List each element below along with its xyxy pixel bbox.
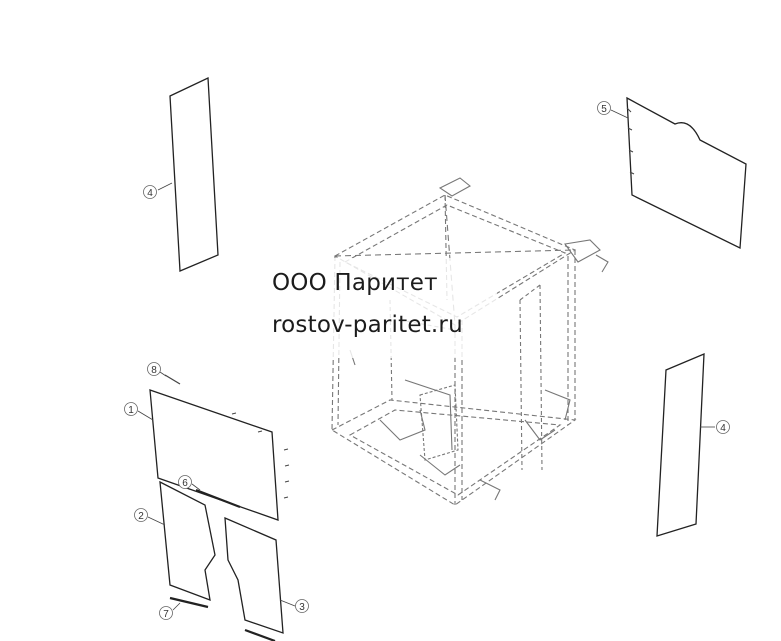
seal-strip-8 <box>164 374 181 385</box>
seal-strip-6 <box>195 488 241 509</box>
callout-4-left: 4 <box>143 182 173 199</box>
glass-panel-5 <box>626 96 747 250</box>
callout-4-right: 4 <box>700 420 730 434</box>
watermark-site: rostov-paritet.ru <box>272 312 463 338</box>
glass-panel-4-right <box>656 353 705 537</box>
glass-panel-4-left <box>169 76 219 272</box>
glass-panel-2 <box>159 480 216 602</box>
seal-strip-3-bottom <box>244 628 276 641</box>
callout-label: 7 <box>163 609 169 620</box>
callout-7: 7 <box>159 602 181 620</box>
callout-3: 3 <box>279 599 309 613</box>
callout-1: 1 <box>124 402 154 421</box>
callout-5: 5 <box>597 101 629 119</box>
callout-label: 4 <box>720 423 726 434</box>
callout-label: 6 <box>182 478 188 489</box>
glass-panel-3 <box>224 516 284 634</box>
seal-strip-7 <box>169 596 209 609</box>
callout-2: 2 <box>134 508 166 526</box>
callout-6: 6 <box>178 475 201 491</box>
callout-8: 8 <box>147 362 167 377</box>
callout-label: 1 <box>128 405 134 416</box>
glass-panel-1 <box>149 389 290 521</box>
callout-label: 5 <box>601 104 607 115</box>
watermark-company: ООО Паритет <box>272 270 438 296</box>
callout-label: 2 <box>138 511 144 522</box>
watermark-background <box>247 258 497 358</box>
callout-label: 3 <box>299 602 305 613</box>
callout-label: 8 <box>151 365 157 376</box>
callout-label: 4 <box>147 188 153 199</box>
